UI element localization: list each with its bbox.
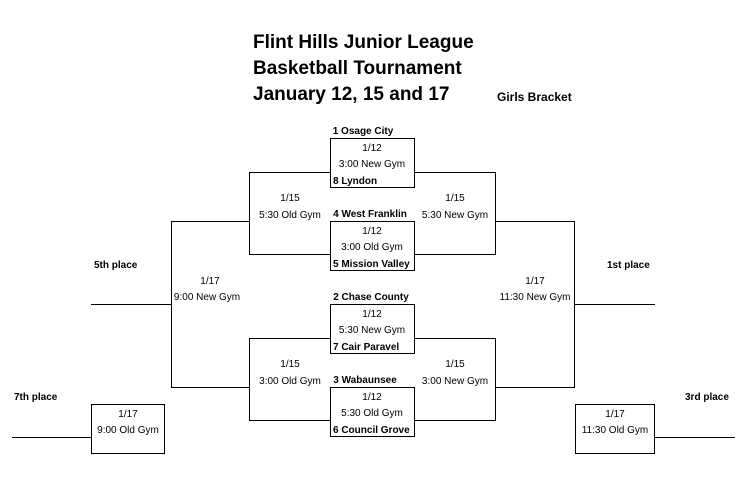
team-label-2: 2 Chase County <box>333 292 409 303</box>
game-time: 5:30 Old Gym <box>341 408 403 419</box>
fifth-game-time: 9:00 New Gym <box>173 292 241 303</box>
game-box-seventh <box>91 404 165 454</box>
first-place-label: 1st place <box>607 260 650 271</box>
third-game-time: 11:30 Old Gym <box>581 425 649 436</box>
game-box-g1 <box>330 138 415 188</box>
seventh-game-time: 9:00 Old Gym <box>97 425 159 436</box>
game-time: 3:00 Old Gym <box>341 242 403 253</box>
game-box-g2 <box>330 221 415 271</box>
game-time: 3:00 New Gym <box>338 159 406 170</box>
game-box-third <box>575 404 655 454</box>
third-game-date: 1/17 <box>605 409 625 420</box>
bracket-right-bot <box>414 338 496 421</box>
game-date: 1/12 <box>362 226 382 237</box>
bracket-left-bot <box>249 338 331 421</box>
first-game-time: 11:30 New Gym <box>499 292 571 303</box>
team-label-3: 3 Wabaunsee <box>333 375 397 386</box>
semi-time: 5:30 New Gym <box>421 210 489 221</box>
fifth-place-label: 5th place <box>94 260 138 271</box>
title-line-3: January 12, 15 and 17 <box>253 84 450 105</box>
team-label-4: 4 West Franklin <box>333 209 407 220</box>
third-place-label: 3rd place <box>685 392 729 403</box>
bracket-left-top <box>249 172 331 255</box>
title-line-2: Basketball Tournament <box>253 58 462 79</box>
team-label-8: 8 Lyndon <box>333 176 378 187</box>
semi-time: 3:00 Old Gym <box>259 376 321 387</box>
tournament-title: Flint Hills Junior League Basketball Tou… <box>253 30 474 108</box>
bracket-fifth <box>171 221 250 388</box>
team-label-7: 7 Cair Paravel <box>333 342 400 353</box>
semi-date: 1/15 <box>280 193 300 204</box>
fifth-game-date: 1/17 <box>200 276 220 287</box>
title-line-1: Flint Hills Junior League <box>253 32 474 53</box>
game-box-g3 <box>330 304 415 354</box>
game-box-g4 <box>330 387 415 437</box>
seventh-place-label: 7th place <box>14 392 58 403</box>
semi-date: 1/15 <box>445 359 465 370</box>
semi-time: 3:00 New Gym <box>421 376 489 387</box>
game-time: 5:30 New Gym <box>338 325 406 336</box>
team-label-6: 6 Council Grove <box>333 425 410 436</box>
bracket-right-top <box>414 172 496 255</box>
game-date: 1/12 <box>362 392 382 403</box>
first-game-date: 1/17 <box>525 276 545 287</box>
team-label-1: 1 Osage City <box>332 126 394 137</box>
semi-time: 5:30 Old Gym <box>259 210 321 221</box>
game-date: 1/12 <box>362 309 382 320</box>
game-date: 1/12 <box>362 143 382 154</box>
semi-date: 1/15 <box>280 359 300 370</box>
bracket-name: Girls Bracket <box>497 90 572 104</box>
team-label-5: 5 Mission Valley <box>333 259 410 270</box>
semi-date: 1/15 <box>445 193 465 204</box>
bracket-first <box>495 221 575 388</box>
seventh-game-date: 1/17 <box>118 409 138 420</box>
